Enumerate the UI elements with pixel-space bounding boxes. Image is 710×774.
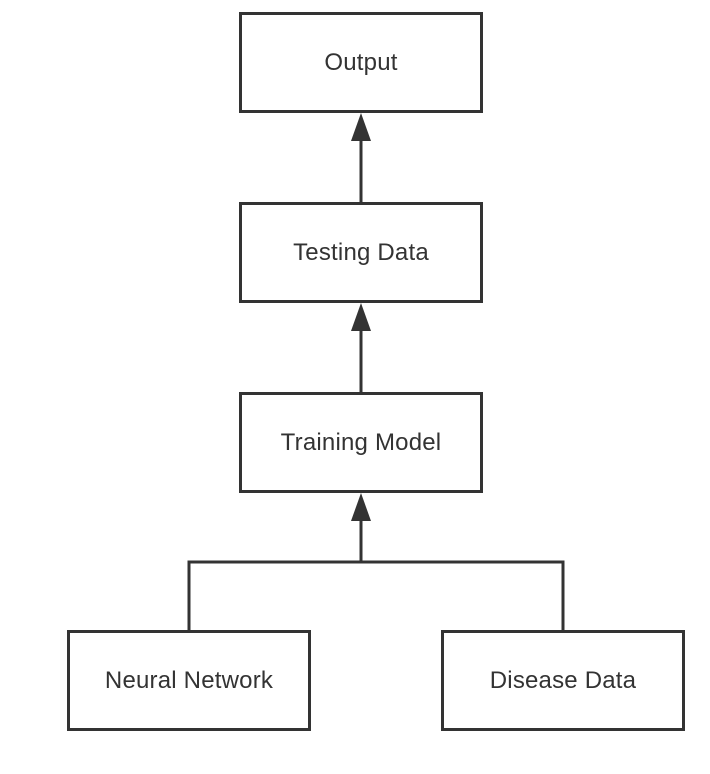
arrowhead-output xyxy=(351,113,371,141)
node-disease-data: Disease Data xyxy=(441,630,685,731)
node-testing-data: Testing Data xyxy=(239,202,483,303)
node-training-model-label: Training Model xyxy=(280,428,442,456)
node-neural-network-label: Neural Network xyxy=(104,666,274,694)
arrowhead-testing xyxy=(351,303,371,331)
edge-disease-to-training xyxy=(361,560,565,630)
node-neural-network: Neural Network xyxy=(67,630,311,731)
edge-neural-to-training xyxy=(187,560,361,630)
node-output: Output xyxy=(239,12,483,113)
node-output-label: Output xyxy=(324,48,398,76)
node-training-model: Training Model xyxy=(239,392,483,493)
node-disease-data-label: Disease Data xyxy=(489,666,637,694)
node-testing-data-label: Testing Data xyxy=(293,238,429,266)
arrowhead-training xyxy=(351,493,371,521)
